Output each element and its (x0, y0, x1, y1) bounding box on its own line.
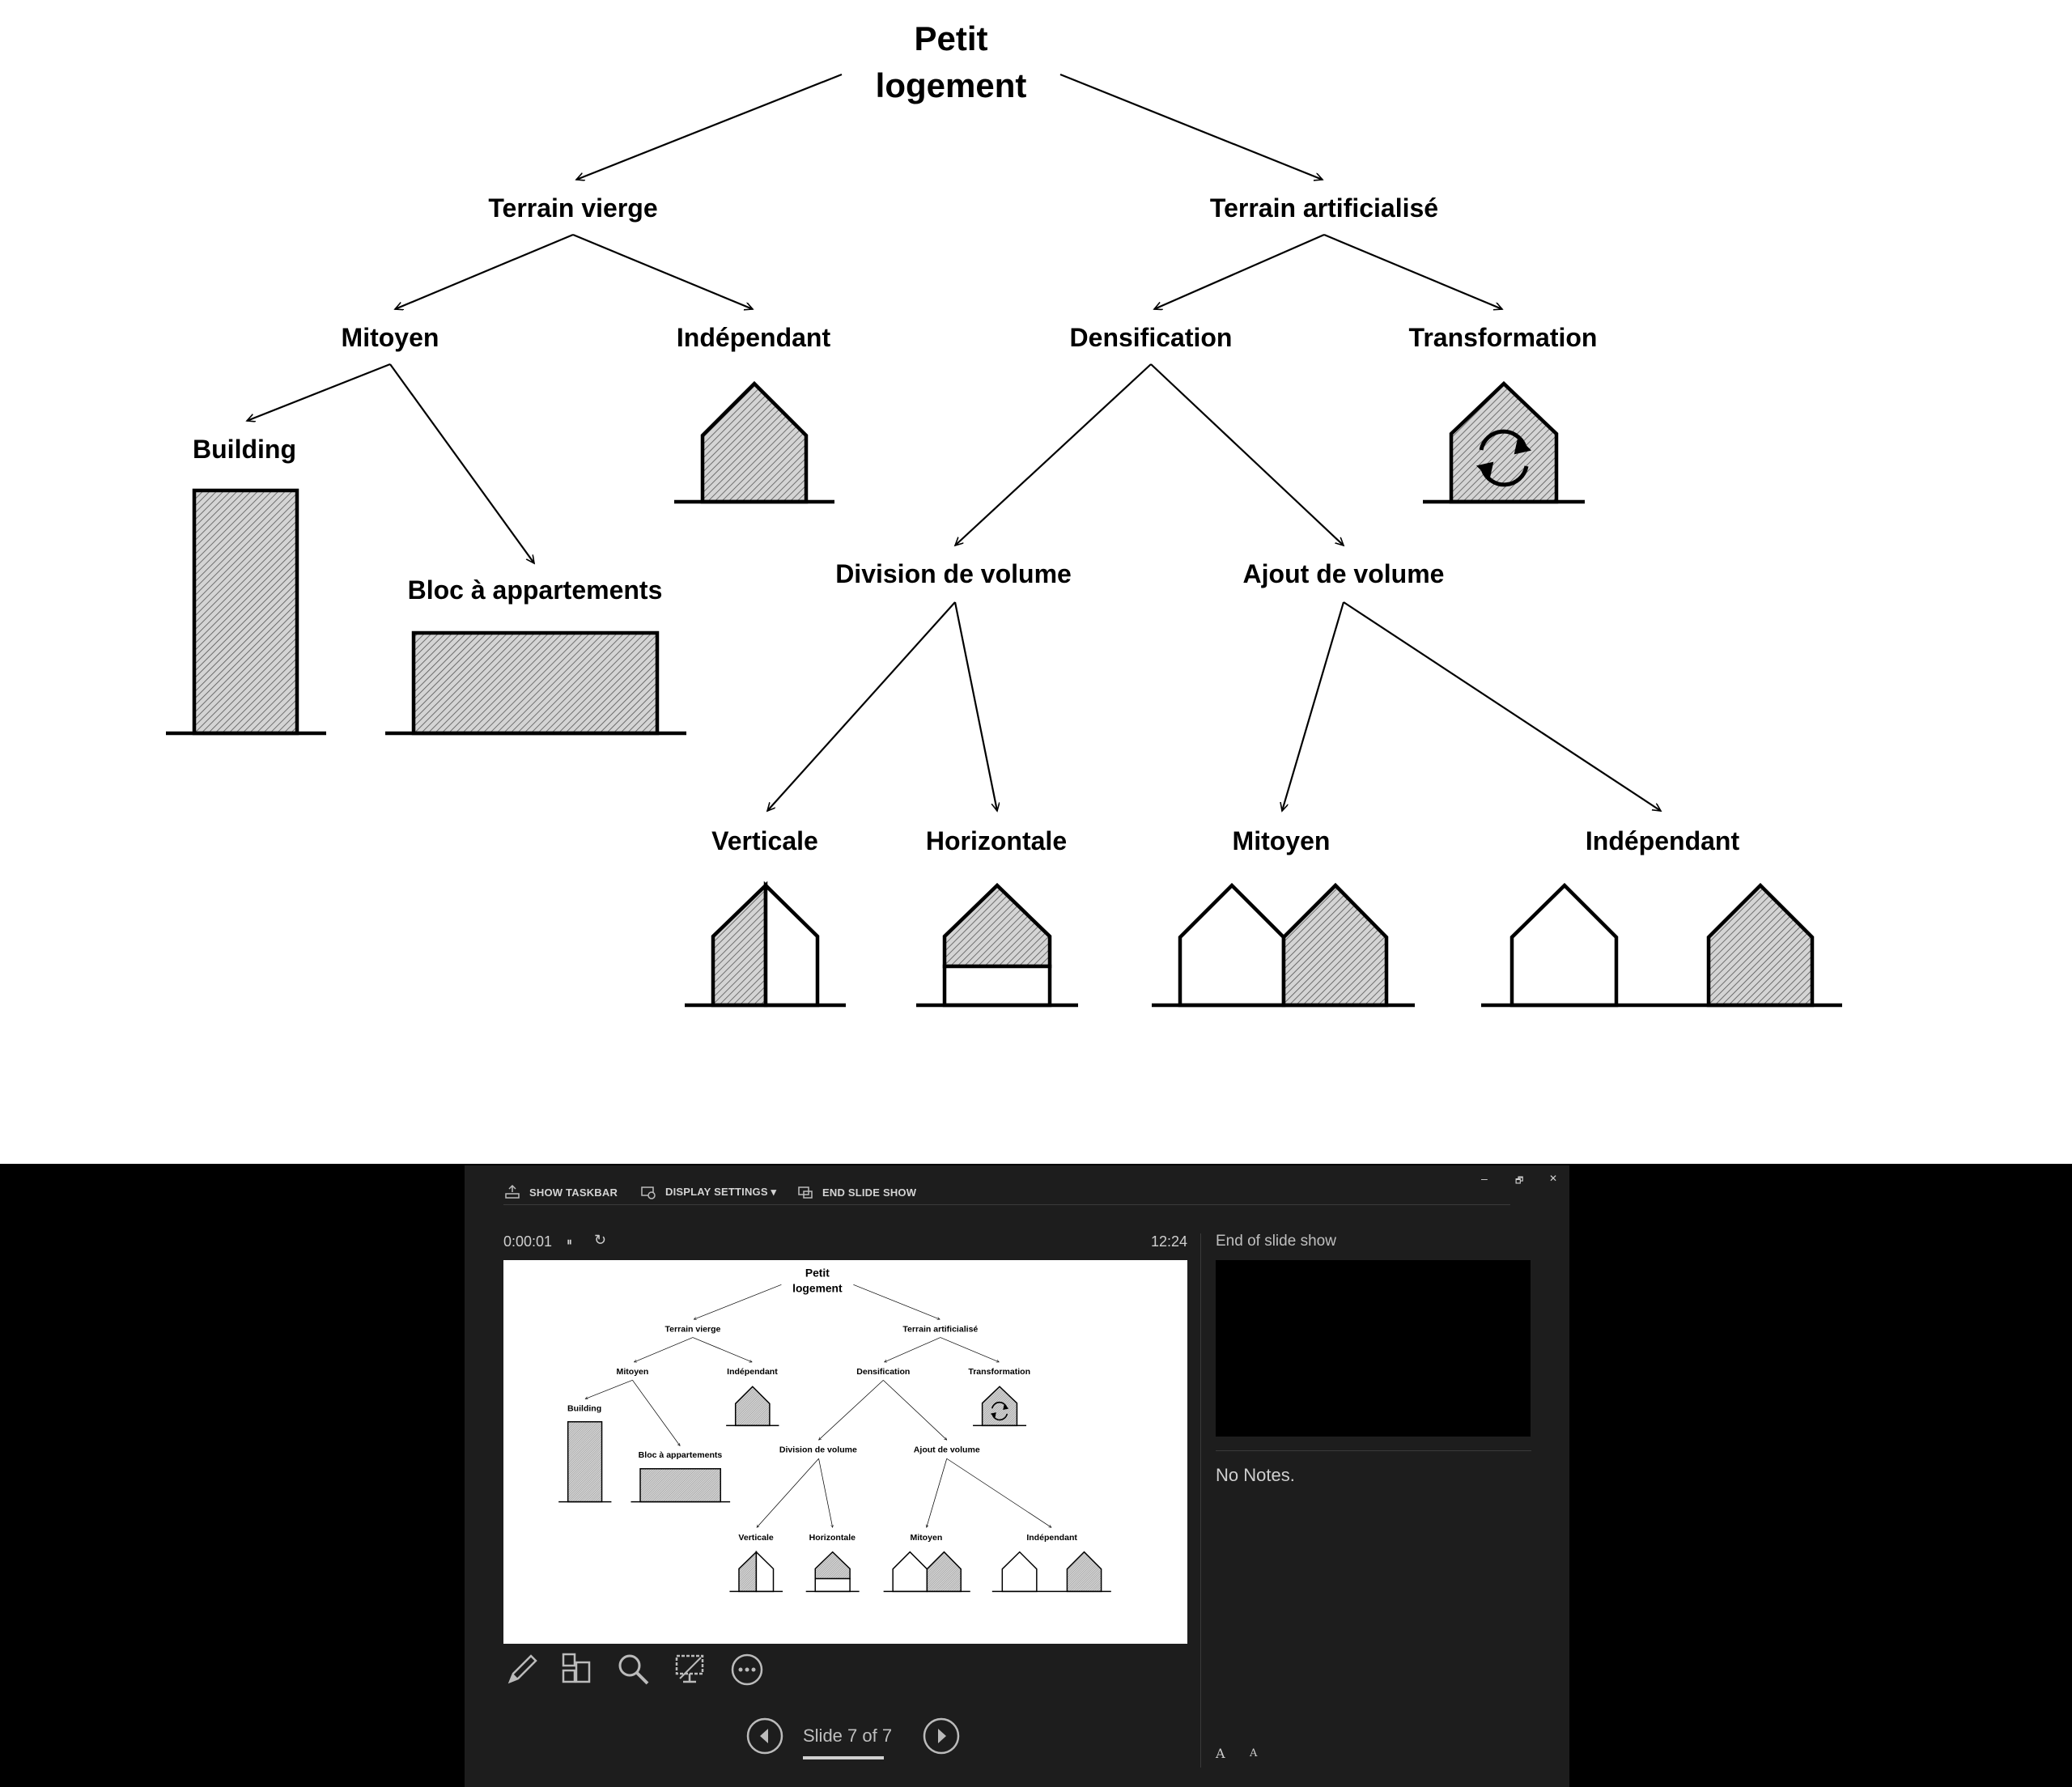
semi-detached-drawing (1152, 882, 1415, 1008)
node-terrain-artificialise: Terrain artificialisé (1210, 193, 1438, 223)
apartment-block-drawing (385, 630, 686, 736)
node-independant: Indépendant (677, 323, 831, 352)
title-line-2: logement (876, 66, 1027, 104)
next-slide-preview[interactable] (1216, 1260, 1531, 1437)
node-independant-2: Indépendant (1586, 826, 1740, 855)
edge (576, 73, 843, 180)
building-tower-drawing (166, 488, 326, 736)
edge (767, 601, 956, 811)
close-button[interactable]: ✕ (1549, 1173, 1558, 1184)
restore-button[interactable]: 🗗 (1515, 1176, 1524, 1186)
title-line-1: Petit (914, 19, 987, 57)
refresh-icon (1479, 429, 1529, 487)
pause-button[interactable]: ⏸ (567, 1235, 572, 1248)
slide-counter-underline (803, 1756, 884, 1759)
end-slide-show-button[interactable]: END SLIDE SHOW (796, 1180, 916, 1204)
reset-timer-button[interactable]: ↻ (594, 1232, 607, 1248)
presenter-view: SHOW TASKBAR DISPLAY SETTINGS ▾ END SLID… (465, 1165, 1569, 1787)
node-terrain-vierge: Terrain vierge (488, 193, 657, 223)
edge (1282, 601, 1345, 811)
node-verticale: Verticale (711, 826, 818, 855)
node-bloc: Bloc à appartements (408, 575, 663, 605)
node-division: Division de volume (835, 559, 1072, 588)
node-horizontale: Horizontale (926, 826, 1067, 855)
node-mitoyen-2: Mitoyen (1233, 826, 1331, 855)
prev-icon[interactable] (746, 1717, 783, 1755)
show-taskbar-label: SHOW TASKBAR (529, 1186, 618, 1199)
edge (955, 363, 1152, 545)
edge (247, 363, 391, 421)
detached-pair-drawing (1481, 882, 1842, 1008)
pen-icon[interactable] (503, 1651, 541, 1688)
panel-divider (1200, 1233, 1201, 1768)
show-taskbar-button[interactable]: SHOW TASKBAR (503, 1180, 618, 1204)
node-title: Petit logement (876, 19, 1027, 104)
slide-canvas: Petit logement Terrain vierge Terrain art… (0, 0, 2072, 1164)
notes-divider (1216, 1450, 1531, 1451)
independent-house-drawing (674, 380, 834, 504)
node-mitoyen: Mitoyen (342, 323, 439, 352)
node-transformation: Transformation (1409, 323, 1598, 352)
transformation-house-drawing (1423, 380, 1585, 504)
minimize-button[interactable]: – (1481, 1172, 1488, 1185)
current-slide-preview[interactable] (503, 1260, 1187, 1644)
speaker-notes: No Notes. (1216, 1465, 1295, 1485)
slide-counter[interactable]: Slide 7 of 7 (803, 1725, 893, 1746)
edge (953, 601, 997, 811)
current-slide-thumbnail (503, 1260, 1187, 1644)
increase-font-button[interactable]: A (1216, 1746, 1225, 1761)
display-settings-label: DISPLAY SETTINGS ▾ (665, 1186, 777, 1198)
edge (1323, 233, 1502, 309)
node-ajout: Ajout de volume (1243, 559, 1445, 588)
toolbar-divider (503, 1204, 1510, 1205)
decrease-font-button[interactable]: A (1250, 1747, 1258, 1759)
edge (1059, 73, 1323, 180)
edge (1343, 601, 1661, 811)
node-building: Building (193, 435, 296, 464)
current-time: 12:24 (1151, 1233, 1188, 1250)
node-densification: Densification (1070, 323, 1233, 352)
elapsed-timer: 0:00:01 (503, 1233, 553, 1250)
vertical-division-drawing (685, 881, 846, 1008)
end-show-icon (798, 1186, 813, 1199)
taskbar-icon (505, 1185, 520, 1199)
display-settings-button[interactable]: DISPLAY SETTINGS ▾ (639, 1180, 776, 1204)
next-slide-label: End of slide show (1216, 1233, 1336, 1250)
end-slide-show-label: END SLIDE SHOW (822, 1186, 917, 1199)
edge (572, 233, 753, 309)
display-settings-icon (641, 1186, 656, 1199)
more-icon[interactable] (728, 1651, 766, 1688)
decision-tree-diagram: Petit logement Terrain vierge Terrain art… (166, 19, 1842, 1008)
edge (1150, 363, 1344, 545)
horizontal-division-drawing (916, 882, 1078, 1008)
edge (395, 233, 574, 309)
slide-grid-icon[interactable] (558, 1651, 596, 1688)
screen-icon[interactable] (672, 1651, 709, 1688)
zoom-icon[interactable] (615, 1651, 652, 1688)
next-icon[interactable] (923, 1717, 960, 1755)
edge (1154, 233, 1325, 309)
edge (389, 363, 534, 563)
